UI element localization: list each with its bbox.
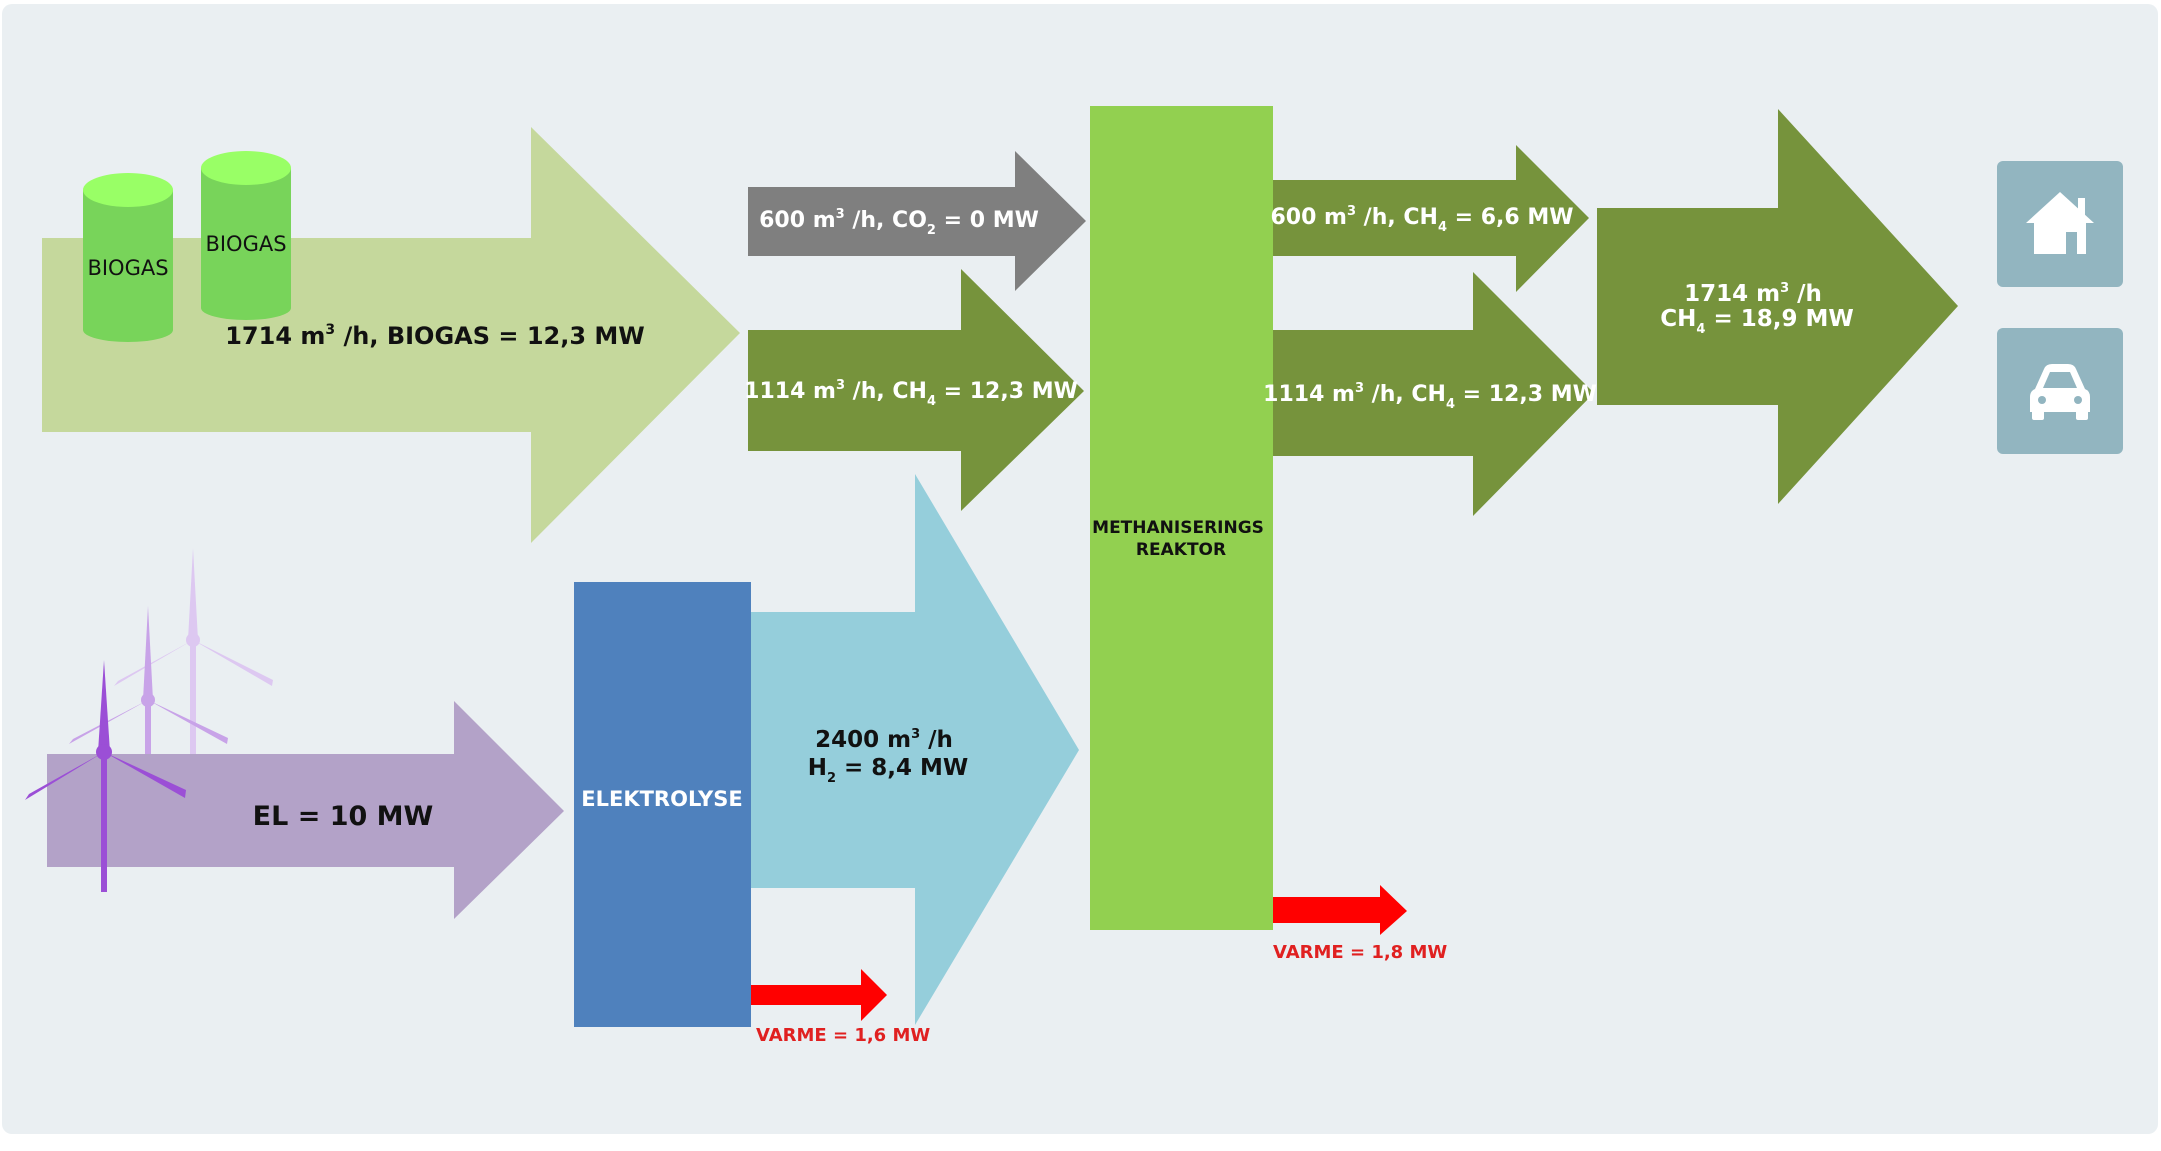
reactor-heat-arrow — [1273, 885, 1407, 935]
biogas-flow-arrow — [42, 127, 740, 543]
methanisering-reactor-box — [1090, 106, 1273, 930]
tank-1-top — [83, 173, 173, 207]
car-destination-tile — [1997, 328, 2123, 454]
tank-1-body — [83, 190, 173, 330]
ch4-total-flow-arrow — [1597, 109, 1958, 504]
car-windshield — [2043, 372, 2077, 388]
co2-flow-arrow — [748, 151, 1086, 291]
car-headlight-left — [2038, 396, 2046, 404]
h2-flow-label: 2400 m3 /h H2 = 8,4 MW — [808, 727, 969, 786]
elektrolyse-heat-label: VARME = 1,6 MW — [756, 1025, 930, 1046]
ch4-in-flow-label: 1114 m3 /h, CH4 = 12,3 MW — [744, 378, 1078, 409]
co2-flow-label: 600 m3 /h, CO2 = 0 MW — [759, 207, 1039, 238]
tank-1-label: BIOGAS — [87, 256, 168, 280]
elektrolyse-heat-arrow — [751, 969, 887, 1021]
el-flow-arrow — [47, 701, 564, 919]
tank-2-bottom — [201, 296, 291, 320]
car-headlight-right — [2074, 396, 2082, 404]
tank-2-body — [201, 168, 291, 308]
biogas-tank-2: BIOGAS — [201, 151, 291, 320]
house-destination-tile — [1997, 161, 2123, 287]
el-flow-label: EL = 10 MW — [253, 801, 434, 832]
house-icon — [2026, 192, 2094, 254]
reactor-heat-label: VARME = 1,8 MW — [1273, 942, 1447, 963]
tank-1-bottom — [83, 318, 173, 342]
elektrolyse-label: ELEKTROLYSE — [581, 787, 742, 811]
ch4-out-b-flow-label: 1114 m3 /h, CH4 = 12,3 MW — [1263, 381, 1597, 412]
ch4-out-b-flow-arrow — [1273, 272, 1594, 516]
elektrolyse-box — [574, 582, 751, 1027]
h2-flow-arrow — [750, 474, 1079, 1025]
tank-2-label: BIOGAS — [205, 232, 286, 256]
biogas-flow-label: 1714 m3 /h, BIOGAS = 12,3 MW — [225, 322, 645, 350]
ch4-out-a-flow-label: 600 m3 /h, CH4 = 6,6 MW — [1270, 204, 1573, 235]
biogas-tank-1: BIOGAS — [83, 173, 173, 342]
ch4-out-a-flow-arrow — [1273, 145, 1589, 292]
reactor-label: METHANISERINGS REAKTOR — [1092, 518, 1270, 560]
house-door — [2066, 232, 2077, 254]
ch4-total-flow-label: 1714 m3 /h CH4 = 18,9 MW — [1660, 281, 1854, 337]
ch4-in-flow-arrow — [748, 269, 1084, 511]
tank-2-top — [201, 151, 291, 185]
wind-turbine-front-icon — [25, 660, 186, 892]
